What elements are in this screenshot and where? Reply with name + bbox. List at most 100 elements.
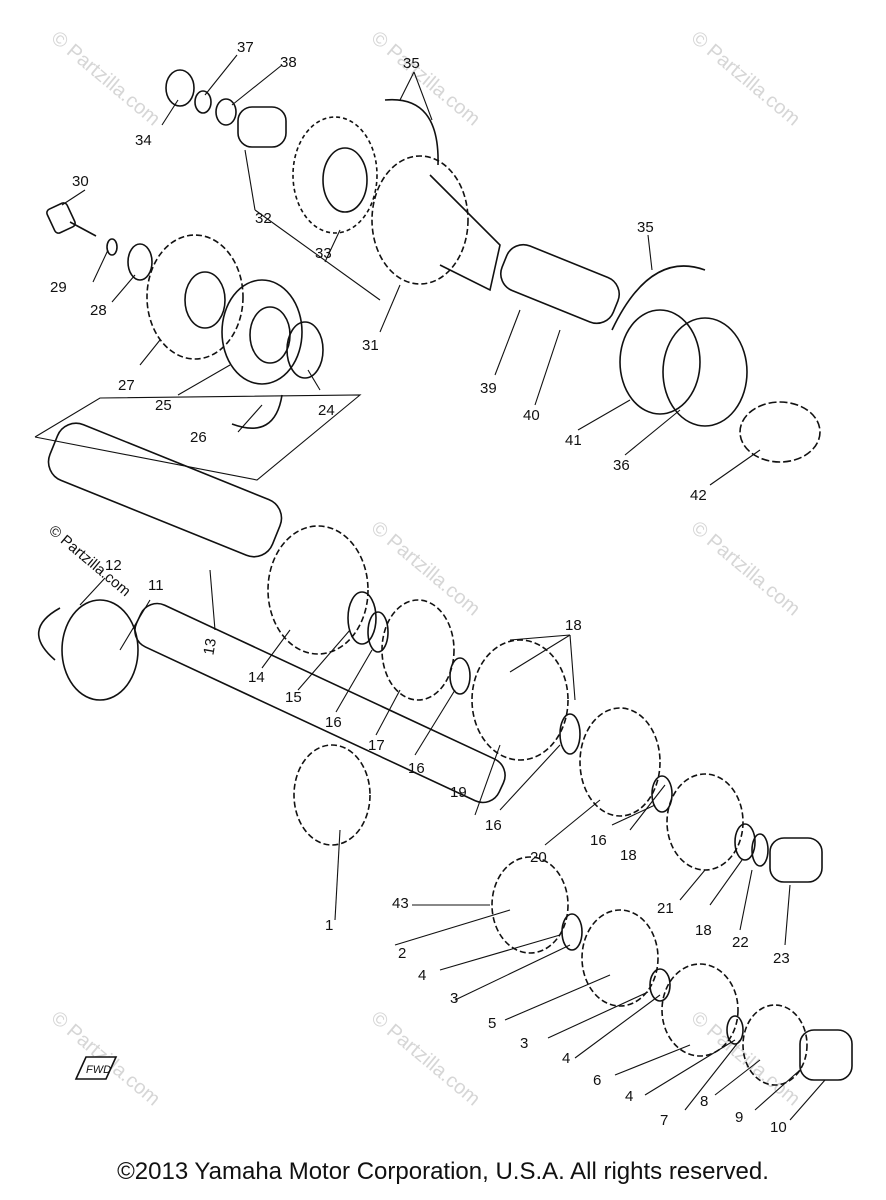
leader-line bbox=[394, 909, 511, 946]
callout-3: 3 bbox=[520, 1035, 528, 1052]
leader-line bbox=[61, 189, 86, 206]
ring bbox=[734, 823, 756, 861]
leader-line bbox=[509, 634, 571, 673]
fwd-arrow-icon: FWD bbox=[72, 1053, 118, 1083]
callout-25: 25 bbox=[155, 397, 172, 414]
bearing-inner bbox=[322, 147, 368, 213]
callout-7: 7 bbox=[660, 1112, 668, 1129]
gear bbox=[146, 234, 244, 360]
leader-line bbox=[379, 284, 401, 333]
fwd-label: FWD bbox=[86, 1064, 111, 1076]
callout-9: 9 bbox=[735, 1109, 743, 1126]
callout-40: 40 bbox=[523, 407, 540, 424]
leader-line bbox=[79, 577, 106, 606]
callout-13: 13 bbox=[200, 637, 220, 656]
callout-3: 3 bbox=[450, 990, 458, 1007]
leader-line bbox=[413, 71, 433, 121]
leader-lines bbox=[61, 54, 826, 1121]
leader-line bbox=[204, 54, 238, 96]
watermark: © Partzilla.com bbox=[367, 517, 484, 620]
leader-line bbox=[624, 409, 681, 456]
watermark: © Partzilla.com bbox=[367, 1007, 484, 1110]
ring bbox=[559, 713, 581, 755]
gear bbox=[471, 639, 569, 761]
main-axle-assembly bbox=[47, 422, 823, 883]
shaft-cone bbox=[429, 174, 501, 292]
upper-shaft-assembly bbox=[34, 69, 821, 481]
callout-8: 8 bbox=[700, 1093, 708, 1110]
gear bbox=[661, 963, 739, 1057]
bolt-head bbox=[46, 202, 76, 234]
callout-36: 36 bbox=[613, 457, 630, 474]
watermark: © Partzilla.com bbox=[47, 27, 164, 130]
gear bbox=[267, 525, 369, 655]
callout-35: 35 bbox=[403, 55, 420, 72]
leader-line bbox=[297, 629, 351, 691]
leader-line bbox=[577, 399, 631, 431]
leader-line bbox=[644, 1039, 736, 1096]
callout-22: 22 bbox=[732, 934, 749, 951]
gear-hub bbox=[184, 271, 226, 329]
bearing bbox=[221, 279, 303, 385]
callout-1: 1 bbox=[325, 917, 333, 934]
leader-line bbox=[569, 634, 576, 701]
gear bbox=[293, 744, 371, 846]
callout-18: 18 bbox=[620, 847, 637, 864]
washer bbox=[127, 243, 153, 281]
leader-line bbox=[254, 209, 381, 301]
watermark: © Partzilla.com bbox=[687, 517, 804, 620]
leader-line bbox=[439, 934, 561, 971]
callout-18: 18 bbox=[565, 617, 582, 634]
callout-20: 20 bbox=[530, 849, 547, 866]
gear bbox=[381, 599, 455, 701]
ring bbox=[726, 1015, 744, 1045]
bolt-shank bbox=[69, 221, 97, 237]
callout-24: 24 bbox=[318, 402, 335, 419]
leader-line bbox=[499, 744, 561, 811]
drive-axle bbox=[134, 602, 506, 804]
leader-line bbox=[474, 744, 501, 816]
callout-16: 16 bbox=[325, 714, 342, 731]
leader-line bbox=[679, 869, 706, 901]
watermark-layer: © Partzilla.com © Partzilla.com © Partzi… bbox=[45, 27, 804, 1110]
leader-line bbox=[454, 944, 571, 1001]
circlip bbox=[611, 265, 706, 331]
callout-30: 30 bbox=[72, 173, 89, 190]
circlip bbox=[231, 394, 283, 429]
leader-line bbox=[375, 689, 401, 736]
callout-37: 37 bbox=[237, 39, 254, 56]
leader-line bbox=[399, 71, 415, 101]
leader-line bbox=[161, 99, 179, 126]
callout-2: 2 bbox=[398, 945, 406, 962]
oil-seal bbox=[619, 309, 701, 415]
callout-21: 21 bbox=[657, 900, 674, 917]
callout-31: 31 bbox=[362, 337, 379, 354]
callout-29: 29 bbox=[50, 279, 67, 296]
bearing bbox=[292, 116, 378, 234]
leader-line bbox=[231, 64, 283, 106]
callout-5: 5 bbox=[488, 1015, 496, 1032]
ring bbox=[561, 913, 583, 951]
callout-17: 17 bbox=[368, 737, 385, 754]
main-axle bbox=[47, 422, 283, 558]
leader-line bbox=[547, 991, 649, 1039]
circlip bbox=[384, 98, 439, 166]
callout-39: 39 bbox=[480, 380, 497, 397]
callout-41: 41 bbox=[565, 432, 582, 449]
gear bbox=[579, 707, 661, 817]
leader-line bbox=[504, 974, 611, 1021]
gear bbox=[491, 856, 569, 954]
leader-line bbox=[307, 369, 321, 391]
leader-line bbox=[261, 629, 291, 669]
leader-line bbox=[709, 859, 743, 906]
callout-16: 16 bbox=[590, 832, 607, 849]
bearing bbox=[61, 599, 139, 701]
washer-small bbox=[106, 238, 118, 256]
callout-10: 10 bbox=[770, 1119, 787, 1136]
needle-bearing bbox=[769, 837, 823, 883]
leader-line bbox=[209, 569, 216, 631]
callout-43: 43 bbox=[392, 895, 409, 912]
needle-bearing bbox=[799, 1029, 853, 1081]
leader-line bbox=[754, 1069, 801, 1111]
gear bbox=[581, 909, 659, 1007]
